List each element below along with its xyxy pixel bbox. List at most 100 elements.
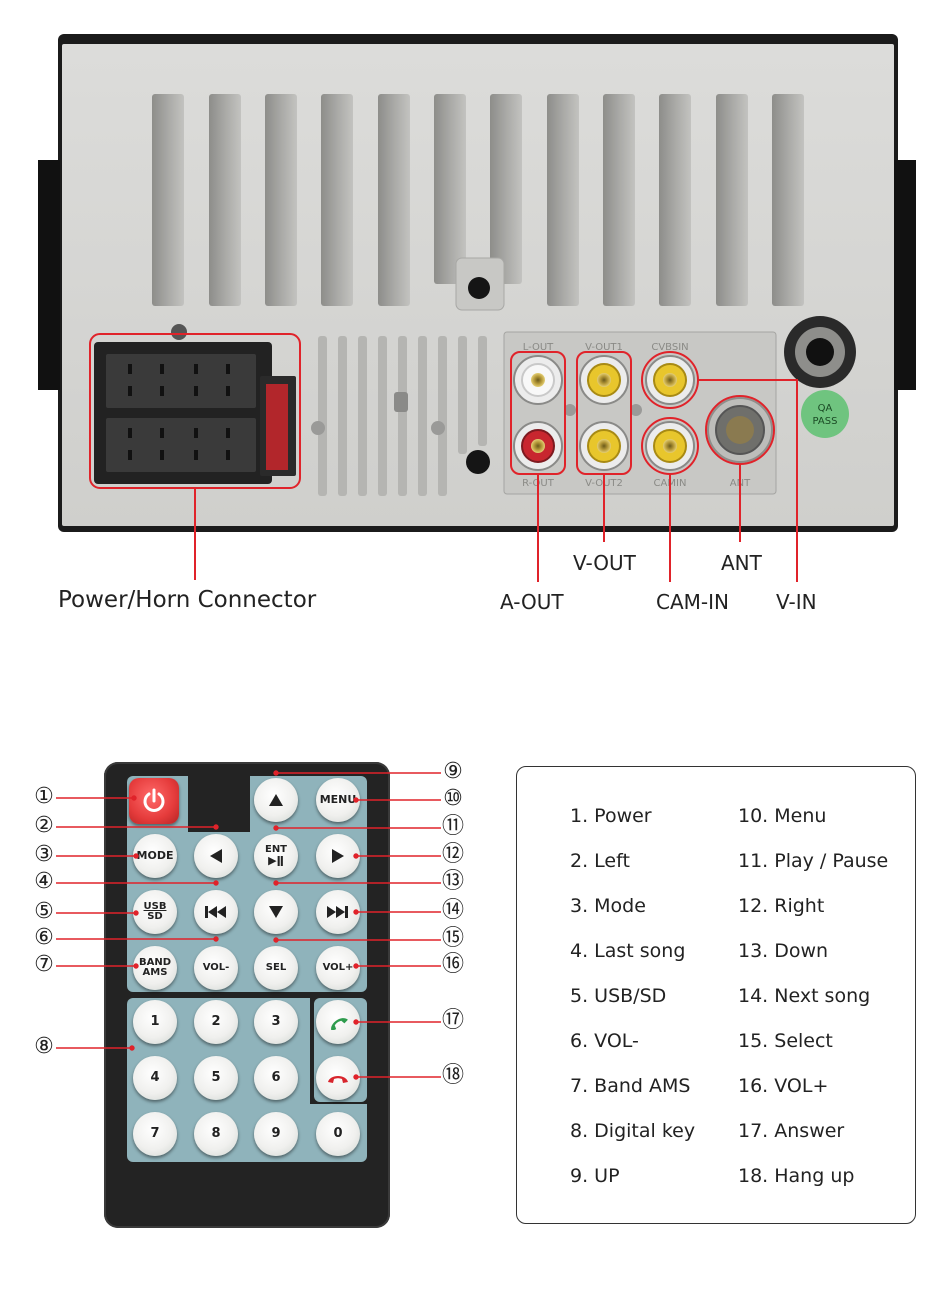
digit-3-button[interactable]: 3: [254, 1000, 298, 1044]
ground-hole: [466, 450, 490, 474]
legend-item: 9. UP: [570, 1165, 620, 1187]
digit-label: 8: [211, 1126, 221, 1142]
print-cvbsin: CVBSIN: [651, 342, 688, 353]
ent-label: ENT: [264, 843, 288, 855]
digit-9-button[interactable]: 9: [254, 1112, 298, 1156]
callout-5: ⑤: [32, 901, 56, 925]
label-a-out: A-OUT: [500, 590, 564, 614]
callout-13: ⑬: [441, 869, 465, 895]
right-button[interactable]: [316, 834, 360, 878]
digit-8-button[interactable]: 8: [194, 1112, 238, 1156]
panel-screw: [311, 421, 325, 435]
legend-item: 12. Right: [738, 895, 825, 917]
skip-back-icon: [205, 906, 226, 918]
phone-hangup-icon: [328, 1076, 348, 1083]
leader-lines: [194, 379, 798, 582]
answer-button[interactable]: [316, 1000, 360, 1044]
callout-11: ⑪: [441, 814, 465, 840]
callout-10: ⑩: [441, 788, 465, 812]
digit-5-button[interactable]: 5: [194, 1056, 238, 1100]
digit-label: 5: [211, 1070, 221, 1086]
legend-item: 15. Select: [738, 1030, 833, 1052]
usb-label: USB: [143, 900, 167, 912]
left-button[interactable]: [194, 834, 238, 878]
callout-15: ⑮: [441, 926, 465, 952]
legend-item: 14. Next song: [738, 985, 871, 1007]
unit-side-bracket-left: [38, 160, 60, 390]
remote-leader-lines: [56, 770, 441, 1080]
label-v-out: V-OUT: [573, 551, 636, 575]
vol-minus-button[interactable]: VOL-: [194, 946, 238, 990]
menu-button[interactable]: MENU: [316, 778, 360, 822]
sd-label: SD: [147, 911, 163, 922]
arrow-right-icon: [332, 849, 344, 863]
mode-label: MODE: [136, 849, 174, 863]
legend-item: 11. Play / Pause: [738, 850, 889, 872]
digit-7-button[interactable]: 7: [133, 1112, 177, 1156]
digit-label: 3: [271, 1014, 281, 1030]
sel-label: SEL: [265, 961, 287, 973]
band-label: BAND: [138, 956, 172, 968]
digit-1-button[interactable]: 1: [133, 1000, 177, 1044]
callout-4: ④: [32, 871, 56, 895]
next-song-button[interactable]: [316, 890, 360, 934]
digit-label: 7: [150, 1126, 160, 1142]
unit-side-bracket-right: [894, 160, 916, 390]
digit-4-button[interactable]: 4: [133, 1056, 177, 1100]
qa-line1: QA: [818, 403, 833, 414]
menu-label: MENU: [319, 793, 357, 807]
cable-grommet: [784, 316, 856, 388]
digit-label: 6: [271, 1070, 281, 1086]
callout-12: ⑫: [441, 842, 465, 868]
down-button[interactable]: [254, 890, 298, 934]
digit-0-button[interactable]: 0: [316, 1112, 360, 1156]
power-button[interactable]: [129, 778, 179, 824]
callout-1: ①: [32, 786, 56, 810]
ent-play-pause-button[interactable]: ENT▶ǁ: [254, 834, 298, 878]
mode-button[interactable]: MODE: [133, 834, 177, 878]
digit-label: 4: [150, 1070, 160, 1086]
digit-label: 1: [150, 1014, 160, 1030]
play-pause-icon: ▶ǁ: [268, 854, 284, 868]
power-icon: [143, 788, 165, 812]
jack-r-out: [513, 421, 563, 471]
legend-item: 18. Hang up: [738, 1165, 855, 1187]
jack-l-out: [513, 355, 563, 405]
legend-item: 8. Digital key: [570, 1120, 696, 1142]
legend-item: 3. Mode: [570, 895, 646, 917]
digit-label: 9: [271, 1126, 281, 1142]
vol-plus-button[interactable]: VOL+: [316, 946, 360, 990]
legend-item: 2. Left: [570, 850, 630, 872]
phone-answer-icon: [331, 1018, 348, 1030]
legend-item: 16. VOL+: [738, 1075, 829, 1097]
digit-6-button[interactable]: 6: [254, 1056, 298, 1100]
power-horn-connector: [94, 324, 296, 484]
jack-antenna: [707, 397, 773, 463]
vol-plus-label: VOL+: [322, 961, 354, 973]
label-ant: ANT: [721, 551, 762, 575]
hang-up-button[interactable]: [316, 1056, 360, 1100]
digit-2-button[interactable]: 2: [194, 1000, 238, 1044]
callout-2: ②: [32, 815, 56, 839]
last-song-button[interactable]: [194, 890, 238, 934]
callout-17: ⑰: [441, 1008, 465, 1034]
legend-item: 7. Band AMS: [570, 1075, 691, 1097]
heat-vent-slots: [152, 94, 804, 306]
ams-label: AMS: [142, 967, 168, 978]
up-button[interactable]: [254, 778, 298, 822]
jack-camin: [645, 421, 695, 471]
jack-cvbsin: [645, 355, 695, 405]
mount-screw-hole: [468, 277, 490, 299]
label-v-in: V-IN: [776, 590, 817, 614]
legend-item: 10. Menu: [738, 805, 827, 827]
arrow-down-icon: [269, 906, 283, 918]
callout-3: ③: [32, 844, 56, 868]
digit-label: 2: [211, 1014, 221, 1030]
button-legend: [516, 766, 916, 1224]
head-unit-rear-diagram: L-OUT V-OUT1 CVBSIN R-OUT V-OUT2 CAMIN A…: [38, 34, 916, 582]
keypad-notch: [188, 776, 250, 832]
vol-minus-label: VOL-: [202, 961, 230, 973]
sel-button[interactable]: SEL: [254, 946, 298, 990]
